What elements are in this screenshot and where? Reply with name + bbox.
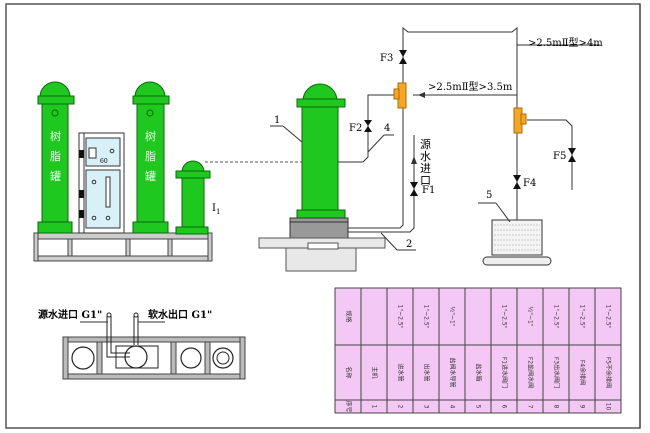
brine-tank-5 [482, 219, 552, 266]
table-cell-no: 8 [553, 405, 560, 409]
tank-a-char-3: 罐 [50, 170, 61, 183]
table-cell-no: 9 [579, 405, 586, 409]
valve-f3[interactable] [399, 50, 407, 64]
label-component-2: 2 [406, 239, 412, 250]
tank-b-char-1: 树 [145, 129, 156, 143]
label-component-5: 5 [486, 190, 492, 201]
top-view-outlet-label: 软水出口 G1" [148, 308, 212, 321]
tank-a-char-1: 树 [50, 129, 61, 143]
valve-f5[interactable] [568, 148, 576, 162]
valve-f5-label: F5 [553, 151, 566, 162]
control-cabinet: 60 [78, 132, 125, 234]
source-inlet-char-4: 口 [420, 174, 431, 187]
table-cell-name: 出水管 [423, 363, 431, 381]
table-cell-name: F3出水阀门 [553, 357, 561, 388]
foundation-block [285, 247, 357, 272]
table-cell-spec: ½"~1" [527, 306, 534, 326]
table-cell-name: F1进水阀门 [501, 357, 509, 388]
table-cell-no: 1 [371, 405, 378, 409]
small-brine-tank [175, 160, 211, 235]
valve-f4[interactable] [513, 175, 521, 189]
table-header-spec: 规格 [345, 310, 353, 322]
valve-f2-label: F2 [349, 123, 362, 134]
table-cell-name: 主机 [371, 366, 379, 378]
resin-tank-a: 树 脂 罐 [37, 81, 75, 234]
tank-b-char-3: 罐 [145, 170, 156, 183]
table-cell-spec: 1"~2.5" [423, 305, 430, 329]
table-cell-no: 4 [449, 405, 456, 409]
brine-tank-label: I1 [212, 203, 220, 216]
table-cell-no: 3 [423, 405, 430, 409]
height-note-upper: >2.5mⅡ型>4m [528, 36, 603, 49]
table-cell-name: 盐水箱 [475, 363, 483, 381]
tank-b-char-2: 脂 [145, 149, 156, 163]
label-component-4: 4 [384, 123, 390, 134]
source-inlet-char-3: 进 [420, 162, 431, 175]
leader-2 [380, 232, 398, 251]
top-view-inlet-label: 源水进口 G1" [38, 308, 102, 321]
table-cell-no: 6 [501, 405, 508, 409]
table-cell-spec: ½"~1" [449, 306, 456, 326]
valve-f1[interactable] [410, 182, 418, 196]
table-header-no: 序号 [345, 400, 353, 412]
valve-f2[interactable] [364, 120, 372, 132]
control-valve-body [289, 217, 349, 239]
valve-f4-label: F4 [523, 178, 536, 189]
table-header-name: 名称 [345, 366, 353, 378]
source-inlet-char-2: 水 [420, 150, 431, 163]
top-view [62, 312, 246, 380]
table-cell-name: F5不余排阀 [605, 357, 613, 388]
table-cell-spec: 1"~2.5" [579, 305, 586, 329]
source-inlet-char-1: 源 [420, 137, 431, 151]
table-body [334, 287, 622, 414]
table-cell-no: 2 [397, 405, 404, 409]
table-cell-spec: 1"~2.5" [397, 305, 404, 329]
table-cell-spec: 1"~2.5" [605, 305, 612, 329]
controller-display: 60 [100, 158, 108, 165]
label-component-1: 1 [274, 115, 280, 126]
left-assembly: 树 脂 罐 60 树 脂 [33, 81, 302, 262]
flow-arrow-left [418, 92, 425, 98]
valve-f1-label: F1 [422, 185, 435, 196]
table-cell-no: 10 [605, 403, 612, 411]
table-cell-no: 5 [475, 405, 482, 409]
piping-network [338, 26, 600, 233]
table-cell-spec: 1"~2.5" [553, 305, 560, 329]
table-cell-no: 7 [527, 405, 534, 409]
leader-4 [367, 134, 385, 153]
table-cell-name: 盐阀水导管 [449, 357, 457, 387]
tee-fitting-upper [393, 82, 407, 109]
base-frame [33, 232, 213, 262]
table-cell-name: F2盐阀水阀 [527, 357, 535, 388]
valve-f3-label: F3 [380, 53, 393, 64]
table-cell-name: 进水管 [397, 363, 405, 381]
table-cell-name: F4余排阀 [579, 360, 587, 385]
height-note-middle: >2.5mⅡ型>3.5m [428, 80, 513, 93]
tee-fitting-lower [513, 107, 527, 134]
table-cell-spec: 1"~2.5" [501, 305, 508, 329]
resin-tank-b: 树 脂 罐 [132, 81, 170, 234]
main-softener [258, 83, 386, 272]
tank-a-char-2: 脂 [50, 149, 61, 163]
flow-arrow-up [411, 156, 417, 164]
